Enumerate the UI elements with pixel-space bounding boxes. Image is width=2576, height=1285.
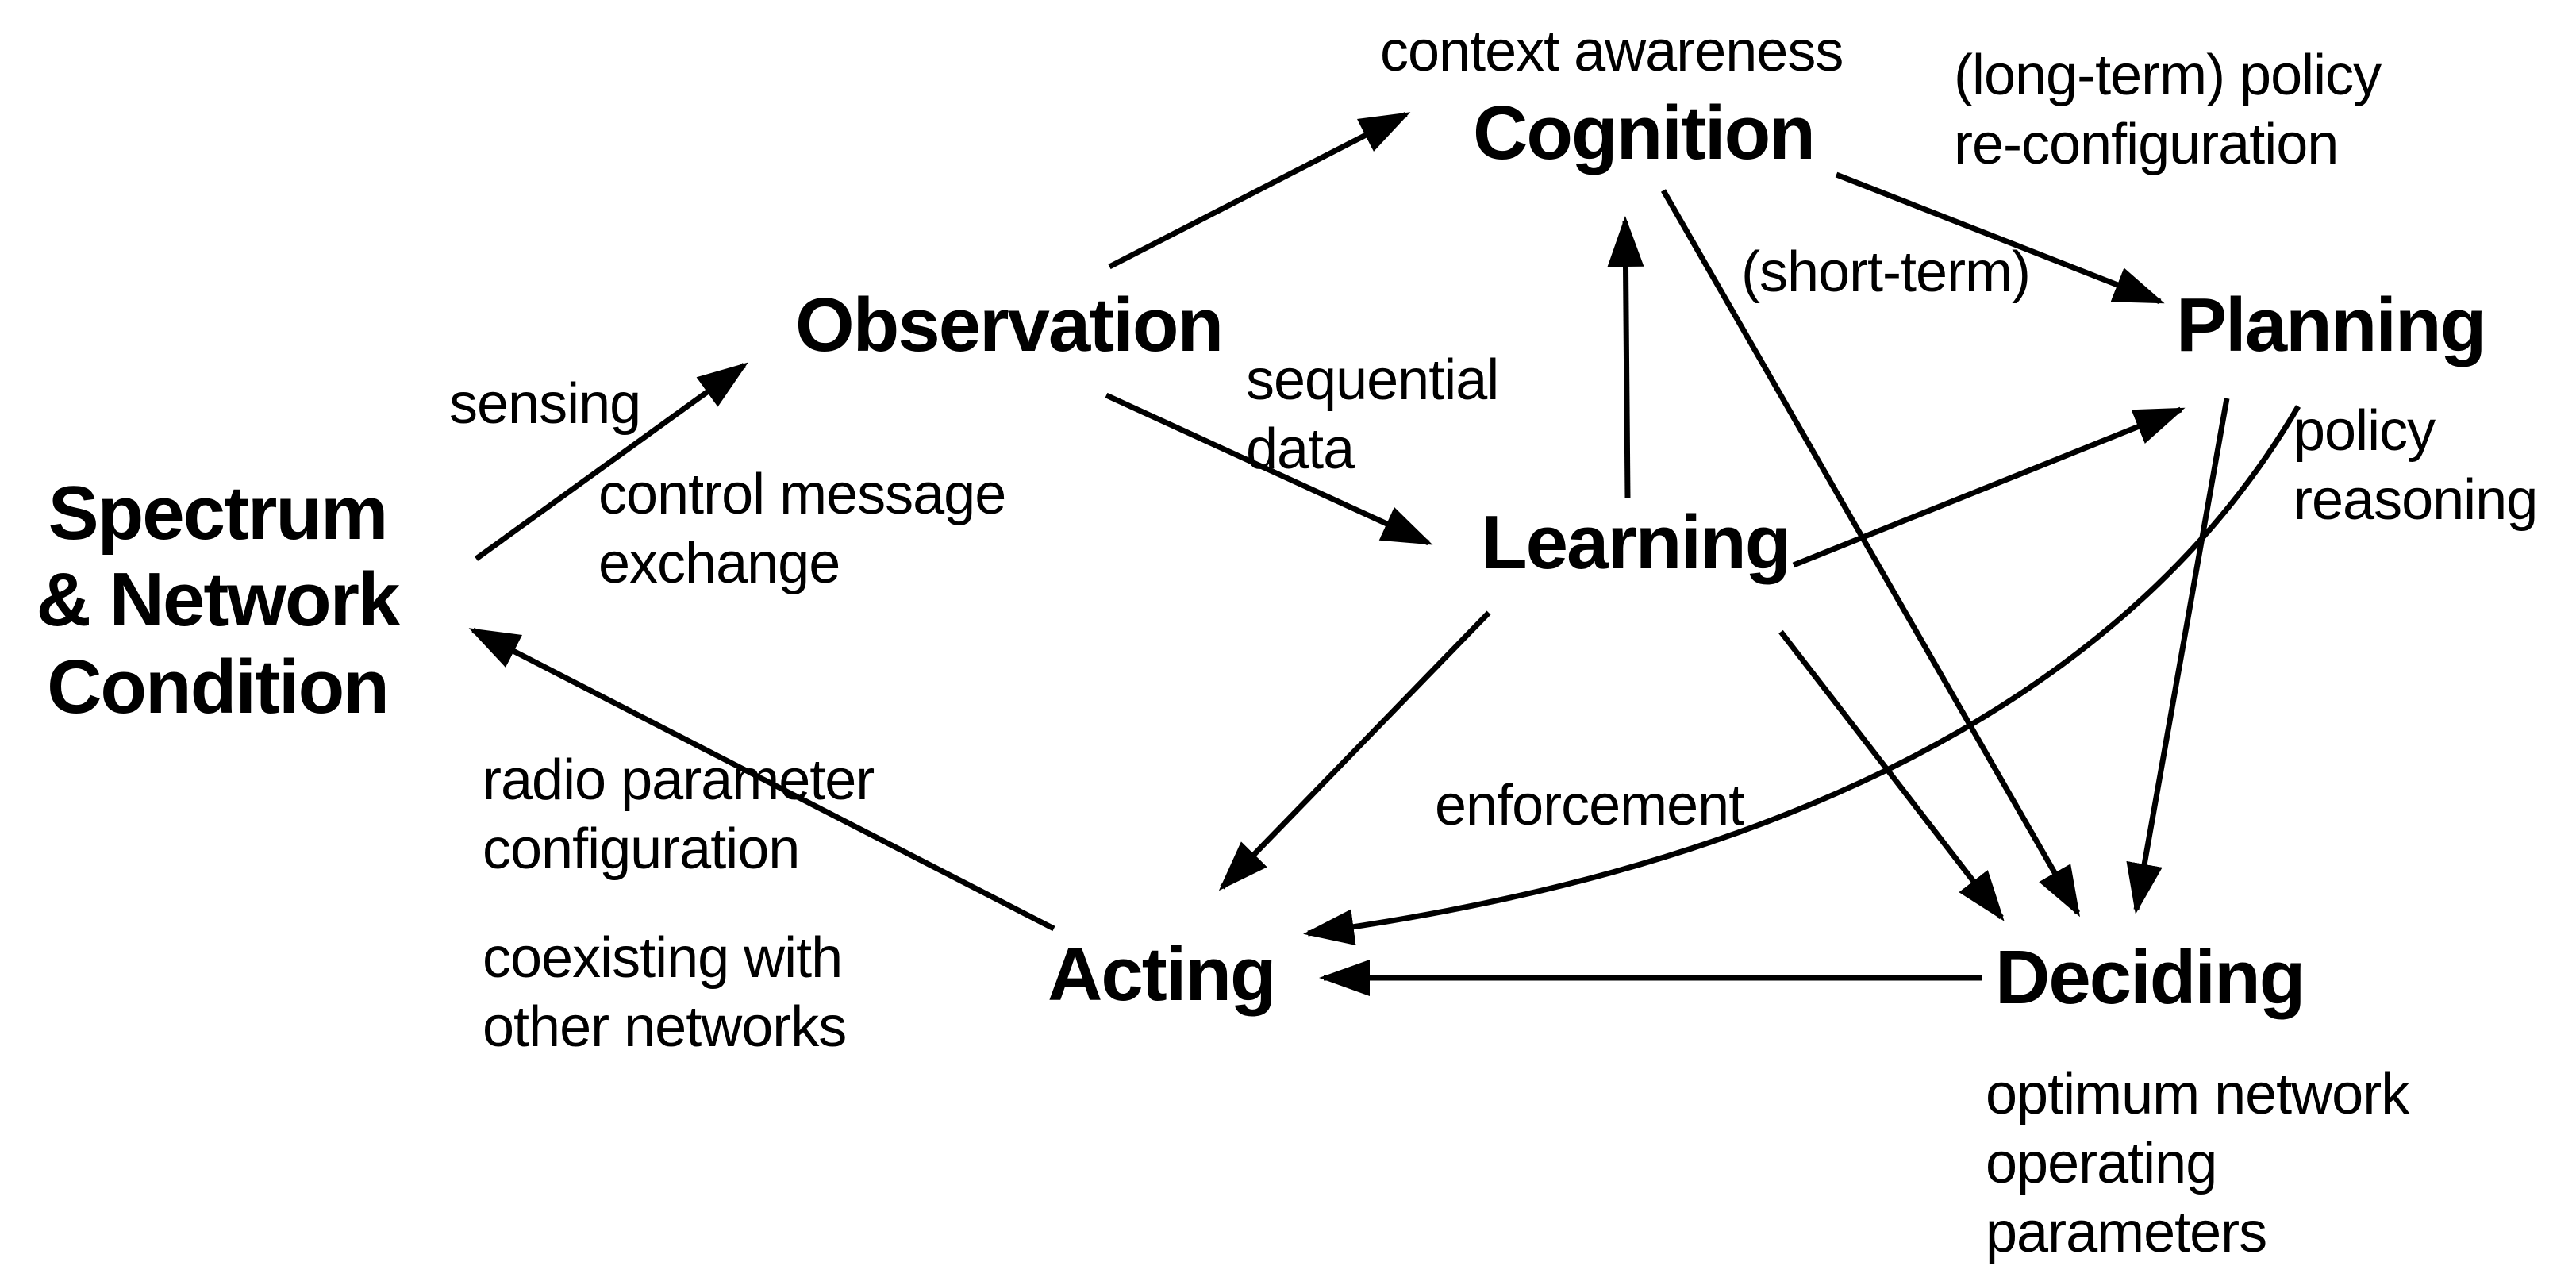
label-radio-line2: configuration	[483, 818, 800, 882]
arrow-learning-to-deciding	[1778, 629, 2005, 921]
label-policy-reasoning: policy reasoning	[2293, 397, 2538, 535]
label-sequential-line1: sequential	[1246, 348, 1499, 412]
node-spectrum-line2: & Network	[36, 557, 401, 643]
label-sequential-line2: data	[1246, 417, 1355, 482]
node-planning: Planning	[2176, 283, 2486, 367]
label-coexist-line1: coexisting with	[483, 926, 843, 990]
node-learning: Learning	[1481, 500, 1791, 585]
node-acting: Acting	[1048, 932, 1277, 1017]
arrow-observation-to-learning	[1105, 392, 1433, 546]
node-deciding: Deciding	[1995, 935, 2305, 1020]
label-long-term-line1: (long-term) policy	[1954, 44, 2382, 107]
arrow-planning-to-acting-enforcement	[1303, 405, 2301, 946]
arrow-cognition-to-deciding	[1660, 189, 2081, 918]
node-spectrum-network-condition: Spectrum & Network Condition	[0, 470, 435, 730]
label-optimum-line1: optimum network	[1986, 1063, 2409, 1126]
label-coexisting-other-networks: coexisting with other networks	[483, 924, 847, 1062]
node-observation: Observation	[795, 283, 1224, 367]
arrow-planning-to-deciding	[2126, 398, 2230, 914]
arrow-acting-to-spectrum	[468, 627, 1055, 932]
node-spectrum-line1: Spectrum	[48, 471, 389, 556]
label-long-term-line2: re-configuration	[1954, 113, 2339, 177]
label-radio-parameter-configuration: radio parameter configuration	[483, 746, 875, 884]
arrow-learning-to-acting	[1218, 610, 1491, 891]
label-control-message-exchange: control message exchange	[598, 460, 1006, 598]
arrow-learning-to-planning	[1792, 406, 2186, 568]
label-enforcement: enforcement	[1435, 774, 1744, 837]
label-policy-line2: reasoning	[2293, 468, 2538, 533]
label-radio-line1: radio parameter	[483, 748, 875, 812]
label-long-term-policy-reconfiguration: (long-term) policy re-configuration	[1954, 41, 2382, 179]
node-cognition: Cognition	[1473, 90, 1816, 175]
label-control-line1: control message	[598, 463, 1006, 526]
label-sequential-data: sequential data	[1246, 346, 1499, 484]
label-coexist-line2: other networks	[483, 995, 847, 1060]
label-policy-line1: policy	[2293, 399, 2436, 463]
arrow-spectrum-to-observation	[474, 362, 748, 561]
node-spectrum-line3: Condition	[47, 644, 390, 729]
label-optimum-network-operating-parameters: optimum network operating parameters	[1986, 1060, 2409, 1268]
label-sensing: sensing	[449, 372, 641, 436]
label-optimum-line3: parameters	[1986, 1201, 2267, 1265]
arrow-cognition-to-planning	[1835, 171, 2165, 305]
label-optimum-line2: operating	[1986, 1132, 2217, 1196]
label-short-term: (short-term)	[1741, 240, 2031, 304]
label-context-awareness: context awareness	[1380, 20, 1844, 83]
label-control-line2: exchange	[598, 532, 840, 596]
arrow-learning-to-cognition	[1607, 216, 1644, 499]
arrow-observation-to-cognition	[1108, 111, 1411, 270]
